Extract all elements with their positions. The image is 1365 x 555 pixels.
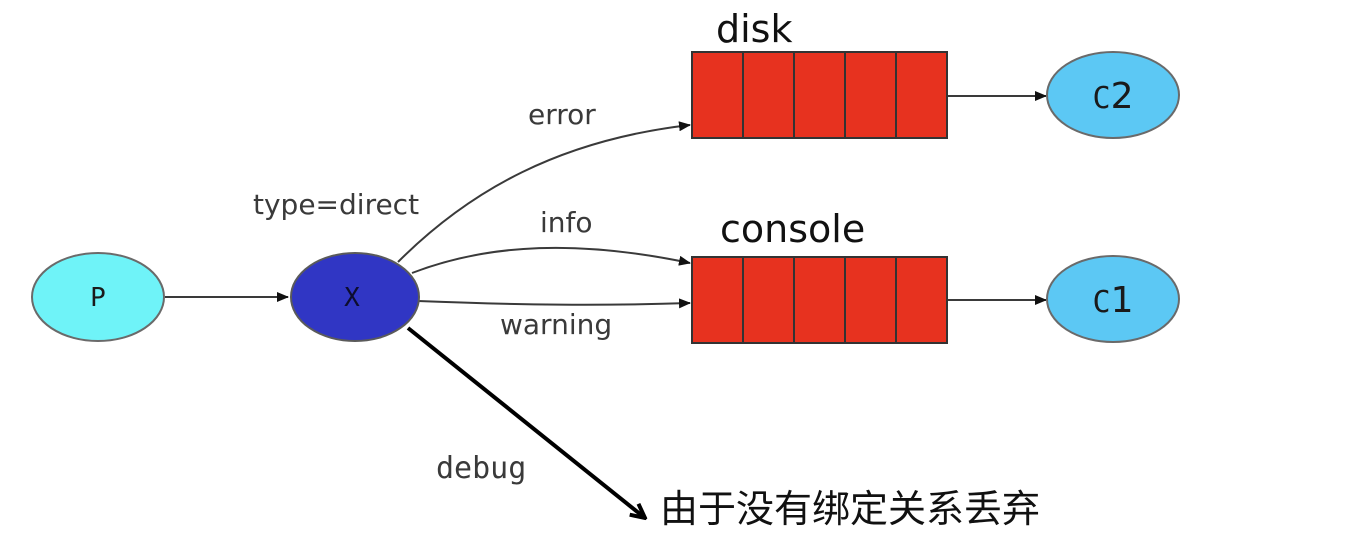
binding-info-label: info: [540, 206, 593, 239]
consumer-c1-prefix: C: [1093, 285, 1111, 320]
edge-warning-binding: [417, 298, 691, 309]
consumer-c1-number: 1: [1111, 280, 1134, 321]
producer-label: P: [90, 283, 106, 313]
exchange-label: X: [344, 283, 360, 313]
queue-console-label: console: [720, 207, 865, 251]
consumer-c2-prefix: C: [1093, 81, 1111, 116]
edge-error-binding: [397, 121, 691, 263]
consumer-c2: C2: [1046, 51, 1180, 139]
edge-info-binding: [411, 246, 691, 274]
queue-console: [691, 256, 948, 344]
svg-text:C2: C2: [1093, 76, 1134, 117]
binding-warning-label: warning: [500, 308, 612, 341]
svg-text:C1: C1: [1093, 280, 1134, 321]
exchange-type-label: type=direct: [253, 188, 419, 221]
discard-note: 由于没有绑定关系丢弃: [660, 487, 1040, 531]
exchange-node: X: [290, 252, 420, 342]
binding-error-label: error: [528, 98, 596, 131]
consumer-c2-number: 2: [1111, 76, 1134, 117]
producer-node: P: [31, 252, 165, 342]
edge-debug-discard: [406, 326, 645, 518]
binding-debug-label: debug: [436, 451, 526, 486]
queue-disk: [691, 51, 948, 139]
consumer-c1: C1: [1046, 255, 1180, 343]
queue-disk-label: disk: [716, 7, 792, 51]
